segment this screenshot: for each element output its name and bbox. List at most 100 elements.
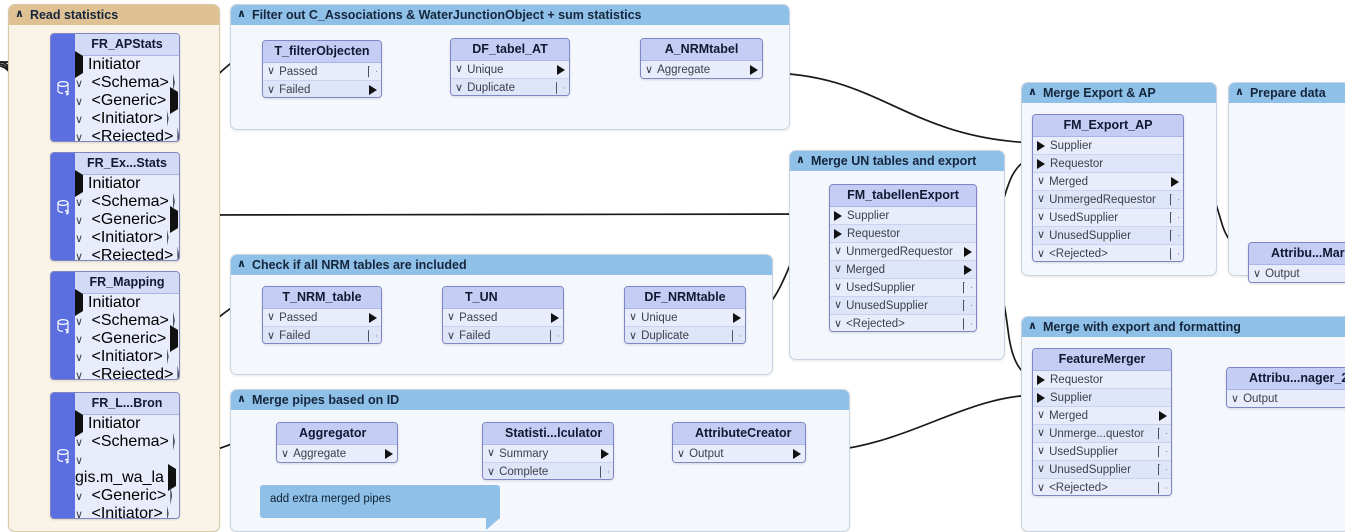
port-aggregate[interactable]: ∨ Aggregate [277,445,397,462]
port-initiator-out[interactable]: ∨ <Initiator> [75,109,179,128]
chevron-down-icon[interactable]: ∨ [629,329,638,342]
chevron-down-icon[interactable]: ∨ [455,63,464,75]
group-header-filter-out[interactable]: ∧ Filter out C_Associations & WaterJunct… [231,5,789,25]
port-generic[interactable]: ∨ <Generic> [75,87,179,114]
chevron-down-icon[interactable]: ∨ [1037,463,1046,475]
port-unmergedrequestor[interactable]: ∨ UnmergedRequestor [830,243,976,261]
node-t-filterobjecten[interactable]: T_filterObjecten ∨ Passed ∨ Failed [262,40,382,98]
port-duplicate[interactable]: ∨ Duplicate [451,79,569,95]
port-passed[interactable]: ∨ Passed [443,309,563,327]
chevron-down-icon[interactable]: ∨ [677,447,686,460]
node-aggregator[interactable]: Aggregator ∨ Aggregate [276,422,398,463]
node-df-tabel-at[interactable]: DF_tabel_AT ∨ Unique ∨ Duplicate [450,38,570,96]
chevron-down-icon[interactable]: ∨ [1253,267,1262,280]
chevron-down-icon[interactable]: ∨ [487,447,496,459]
port-usedsupplier[interactable]: ∨ UsedSupplier [1033,443,1171,461]
port-initiator-out[interactable]: ∨ <Initiator> [75,504,179,519]
port-failed[interactable]: ∨ Failed [443,327,563,343]
chevron-down-icon[interactable]: ∨ [267,311,276,323]
port-rejected[interactable]: ∨ <Rejected> [75,246,179,260]
port-output[interactable]: ∨ Output [1227,390,1345,407]
chevron-down-icon[interactable]: ∨ [75,96,84,108]
port-generic[interactable]: ∨ <Generic> [75,206,179,233]
port-supplier[interactable]: Supplier [830,207,976,225]
port-rejected[interactable]: ∨ <Rejected> [1033,479,1171,495]
group-header-merge-format[interactable]: ∧ Merge with export and formatting [1022,317,1345,337]
chevron-down-icon[interactable]: ∨ [75,509,84,519]
port-usedsupplier[interactable]: ∨ UsedSupplier [1033,209,1183,227]
port-unusedsupplier[interactable]: ∨ UnusedSupplier [1033,461,1171,479]
collapse-caret-icon[interactable]: ∧ [237,257,246,270]
port-initiator-out[interactable]: ∨ <Initiator> [75,347,179,366]
chevron-down-icon[interactable]: ∨ [75,455,84,467]
chevron-down-icon[interactable]: ∨ [1037,211,1046,223]
group-header-merge-pipes[interactable]: ∧ Merge pipes based on ID [231,390,849,410]
port-initiator-out[interactable]: ∨ <Initiator> [75,228,179,247]
port-duplicate[interactable]: ∨ Duplicate [625,327,745,343]
node-a-nrmtabel[interactable]: A_NRMtabel ∨ Aggregate [640,38,763,79]
group-header-merge-un[interactable]: ∧ Merge UN tables and export [790,151,1004,171]
chevron-down-icon[interactable]: ∨ [75,78,84,90]
reader-fr-lbron[interactable]: FR_L...Bron Initiator ∨ <Schema> ∨ gis.m… [50,392,180,519]
chevron-down-icon[interactable]: ∨ [1037,175,1046,187]
collapse-caret-icon[interactable]: ∧ [237,392,246,405]
port-generic[interactable]: ∨ <Generic> [75,325,179,352]
port-schema[interactable]: ∨ <Schema> [75,192,179,211]
port-initiator[interactable]: Initiator [75,410,179,437]
chevron-down-icon[interactable]: ∨ [1037,247,1046,260]
port-merged[interactable]: ∨ Merged [830,261,976,279]
chevron-down-icon[interactable]: ∨ [75,370,84,380]
node-t-nrm-table[interactable]: T_NRM_table ∨ Passed ∨ Failed [262,286,382,344]
port-schema[interactable]: ∨ <Schema> [75,73,179,92]
annotation-add-extra-merged-pipes[interactable]: add extra merged pipes [260,485,500,530]
chevron-down-icon[interactable]: ∨ [267,329,276,342]
port-initiator[interactable]: Initiator [75,289,179,316]
chevron-down-icon[interactable]: ∨ [1037,427,1046,439]
port-rejected[interactable]: ∨ <Rejected> [75,127,179,142]
port-aggregate[interactable]: ∨ Aggregate [641,61,762,78]
port-rejected[interactable]: ∨ <Rejected> [1033,245,1183,261]
chevron-down-icon[interactable]: ∨ [75,132,84,142]
chevron-down-icon[interactable]: ∨ [834,281,843,293]
port-failed[interactable]: ∨ Failed [263,327,381,343]
chevron-down-icon[interactable]: ∨ [629,311,638,323]
group-header-merge-export-ap[interactable]: ∧ Merge Export & AP [1022,83,1216,103]
port-initiator[interactable]: Initiator [75,51,179,78]
collapse-caret-icon[interactable]: ∧ [1028,85,1037,98]
port-unique[interactable]: ∨ Unique [625,309,745,327]
port-output[interactable]: ∨ Output [673,445,805,462]
port-requestor[interactable]: Requestor [1033,371,1171,389]
group-header-check-nrm[interactable]: ∧ Check if all NRM tables are included [231,255,772,275]
port-unusedsupplier[interactable]: ∨ UnusedSupplier [1033,227,1183,245]
port-complete[interactable]: ∨ Complete [483,463,613,479]
node-statistics-calculator[interactable]: Statisti...lculator ∨ Summary ∨ Complete [482,422,614,480]
collapse-caret-icon[interactable]: ∧ [1235,85,1244,98]
node-attributecreator[interactable]: AttributeCreator ∨ Output [672,422,806,463]
reader-fr-mapping[interactable]: FR_Mapping Initiator ∨ <Schema> ∨ <Gener… [50,271,180,380]
node-df-nrmtable[interactable]: DF_NRMtable ∨ Unique ∨ Duplicate [624,286,746,344]
port-generic[interactable]: ∨ <Generic> [75,486,179,505]
chevron-down-icon[interactable]: ∨ [834,317,843,330]
node-fm-tabellenexport[interactable]: FM_tabellenExport Supplier Requestor ∨ U… [829,184,977,332]
port-supplier[interactable]: Supplier [1033,389,1171,407]
chevron-down-icon[interactable]: ∨ [834,263,843,275]
port-summary[interactable]: ∨ Summary [483,445,613,463]
group-header-read-statistics[interactable]: ∧ Read statistics [9,5,219,25]
port-unique[interactable]: ∨ Unique [451,61,569,79]
port-merged[interactable]: ∨ Merged [1033,173,1183,191]
port-unmergedrequestor[interactable]: ∨ UnmergedRequestor [1033,191,1183,209]
node-fm-export-ap[interactable]: FM_Export_AP Supplier Requestor ∨ Merged… [1032,114,1184,262]
collapse-caret-icon[interactable]: ∧ [237,7,246,20]
chevron-down-icon[interactable]: ∨ [281,447,290,460]
port-schema[interactable]: ∨ <Schema> [75,311,179,330]
reader-fr-exstats[interactable]: FR_Ex...Stats Initiator ∨ <Schema> ∨ <Ge… [50,152,180,261]
chevron-down-icon[interactable]: ∨ [1231,392,1240,405]
port-output[interactable]: ∨ Output [1249,265,1345,282]
chevron-down-icon[interactable]: ∨ [834,245,843,257]
node-featuremerger[interactable]: FeatureMerger Requestor Supplier ∨ Merge… [1032,348,1172,496]
port-failed[interactable]: ∨ Failed [263,81,381,97]
port-rejected[interactable]: ∨ <Rejected> [830,315,976,331]
collapse-caret-icon[interactable]: ∧ [15,7,24,20]
reader-fr-apstats[interactable]: FR_APStats Initiator ∨ <Schema> ∨ <Gener… [50,33,180,142]
